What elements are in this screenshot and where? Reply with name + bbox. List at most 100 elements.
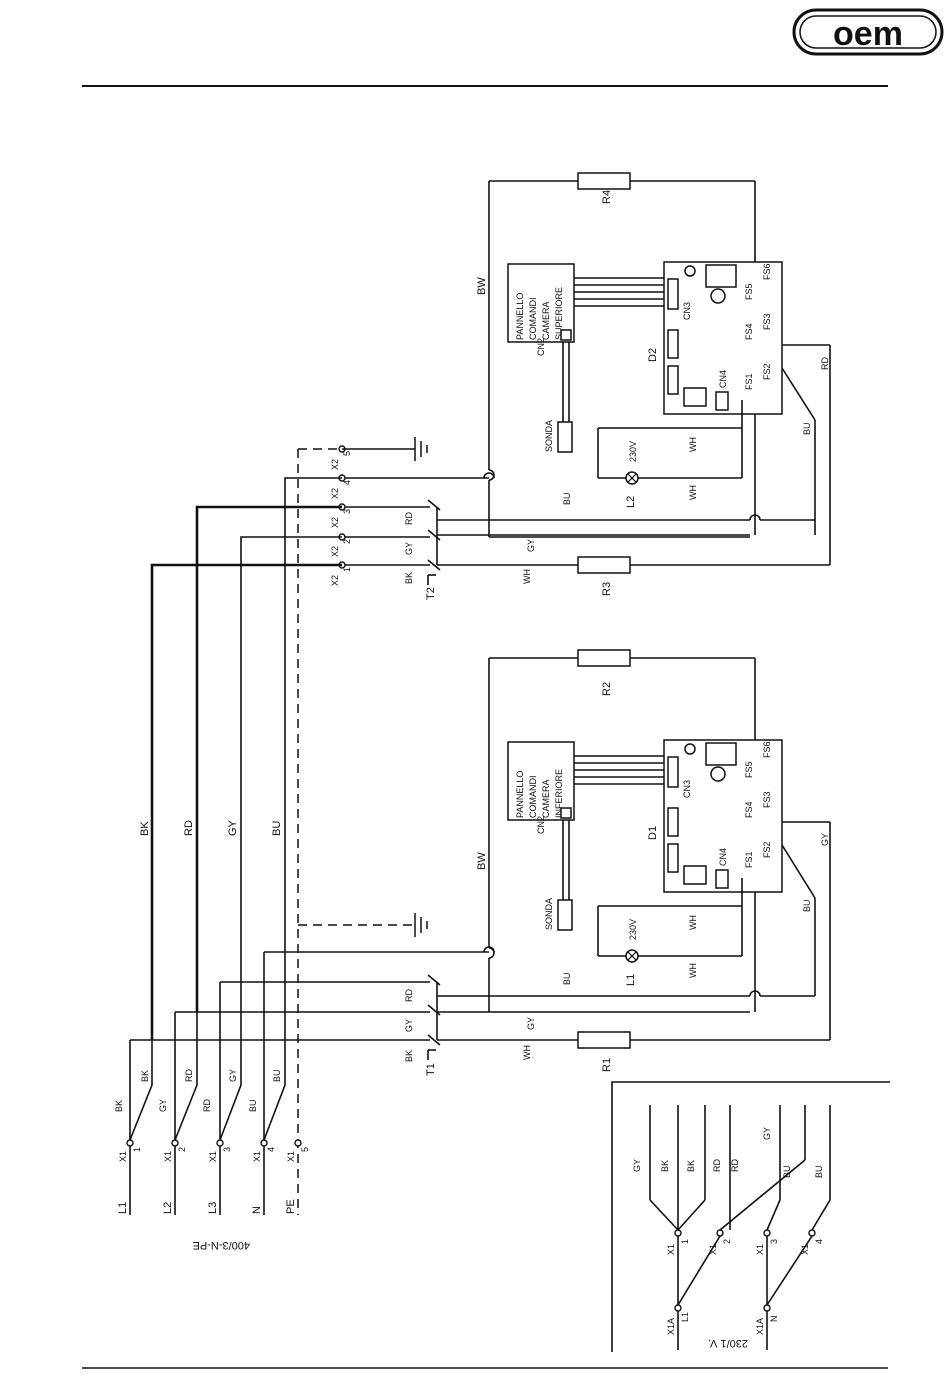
svg-text:BU: BU [248,1099,258,1112]
svg-text:BK: BK [404,1050,414,1062]
svg-text:T1: T1 [425,1063,437,1076]
svg-text:FS6: FS6 [762,741,772,758]
svg-text:BK: BK [140,1070,150,1082]
svg-text:WH: WH [522,569,532,584]
svg-text:CN3: CN3 [682,780,692,798]
svg-text:CAMERA: CAMERA [541,301,551,340]
svg-text:4: 4 [342,480,352,485]
terminal-block-x1: X1 X1 X1 X1 X1 1 2 3 4 5 [118,1139,310,1215]
heater-r3 [577,556,631,574]
svg-text:SUPERIORE: SUPERIORE [554,287,564,340]
control-panel-upper [507,263,575,343]
svg-text:FS4: FS4 [744,323,754,340]
oem-logo: oem [792,8,944,56]
svg-text:GY: GY [404,542,414,555]
svg-text:GY: GY [526,539,536,552]
svg-text:CN2: CN2 [536,338,546,356]
svg-text:RD: RD [712,1159,722,1172]
svg-text:FS2: FS2 [762,363,772,380]
svg-text:1: 1 [132,1147,142,1152]
svg-text:X1: X1 [208,1151,218,1162]
control-panel-lower [507,741,575,821]
probe-lower [557,899,573,931]
svg-text:L3: L3 [207,1202,219,1214]
svg-text:GY: GY [228,1069,238,1082]
svg-text:BK: BK [114,1100,124,1112]
svg-text:3: 3 [222,1147,232,1152]
svg-text:CN4: CN4 [718,370,728,388]
lower-circuit: R2 BW PANNELLO COMANDI CAMERA INFERIORE … [130,649,831,1076]
svg-text:X1: X1 [252,1151,262,1162]
svg-text:COMANDI: COMANDI [528,776,538,819]
svg-text:230V: 230V [628,919,638,940]
svg-text:PANNELLO: PANNELLO [515,771,525,818]
svg-text:FS4: FS4 [744,801,754,818]
svg-text:WH: WH [688,485,698,500]
svg-text:X2: X2 [330,459,340,470]
svg-text:X2: X2 [330,575,340,586]
svg-text:RD: RD [184,1069,194,1082]
svg-text:1: 1 [680,1239,690,1244]
logo-text: oem [833,15,903,53]
svg-text:X1: X1 [666,1244,676,1255]
svg-text:5: 5 [300,1147,310,1152]
svg-text:FS3: FS3 [762,791,772,808]
svg-text:INFERIORE: INFERIORE [554,769,564,818]
svg-text:PE: PE [285,1199,297,1214]
svg-text:230/1 V.: 230/1 V. [708,1337,748,1349]
heater-r2 [577,649,631,667]
svg-text:X1: X1 [800,1244,810,1255]
svg-text:X2: X2 [330,488,340,499]
svg-text:SONDA: SONDA [544,898,554,930]
svg-text:RD: RD [202,1099,212,1112]
svg-text:5: 5 [342,451,352,456]
alt-supply-230v: GY BK BK RD RD GY BU BU X1 X1 X1 X1 1 2 … [611,1081,890,1352]
svg-text:COMANDI: COMANDI [528,298,538,341]
svg-text:2: 2 [177,1147,187,1152]
svg-text:GY: GY [762,1127,772,1140]
heater-r1 [577,1031,631,1049]
svg-text:RD: RD [183,820,195,836]
svg-text:RD: RD [404,512,414,525]
svg-text:BU: BU [562,972,572,985]
thermostat-t1 [427,974,441,1060]
svg-text:2: 2 [342,539,352,544]
svg-text:X1: X1 [755,1244,765,1255]
svg-text:L1: L1 [680,1312,690,1322]
svg-text:D2: D2 [647,348,659,362]
svg-text:X1: X1 [118,1151,128,1162]
svg-text:WH: WH [688,963,698,978]
svg-text:FS6: FS6 [762,263,772,280]
svg-text:GY: GY [526,1017,536,1030]
svg-text:BK: BK [404,572,414,584]
svg-text:RD: RD [730,1159,740,1172]
svg-text:L2: L2 [162,1202,174,1214]
svg-text:GY: GY [227,819,239,836]
svg-text:N: N [251,1206,263,1214]
svg-text:230V: 230V [628,441,638,462]
svg-text:CN3: CN3 [682,302,692,320]
svg-text:X1: X1 [708,1244,718,1255]
svg-text:BU: BU [802,899,812,912]
svg-text:GY: GY [158,1099,168,1112]
svg-text:BU: BU [562,492,572,505]
svg-text:L1: L1 [625,974,637,986]
svg-text:FS1: FS1 [744,851,754,868]
svg-text:BU: BU [814,1165,824,1178]
label-r3: R3 [601,582,613,596]
probe-upper [557,421,573,453]
svg-text:L2: L2 [625,496,637,508]
svg-text:BU: BU [272,1069,282,1082]
svg-text:BU: BU [271,821,283,836]
svg-text:CN2: CN2 [536,816,546,834]
svg-text:X1A: X1A [755,1318,765,1335]
svg-text:GY: GY [632,1159,642,1172]
svg-text:FS1: FS1 [744,373,754,390]
svg-text:4: 4 [266,1147,276,1152]
svg-text:1: 1 [342,567,352,572]
svg-text:X2: X2 [330,517,340,528]
thermostat-t2 [427,499,441,585]
svg-text:GY: GY [404,1019,414,1032]
label-r4: R4 [601,190,613,204]
